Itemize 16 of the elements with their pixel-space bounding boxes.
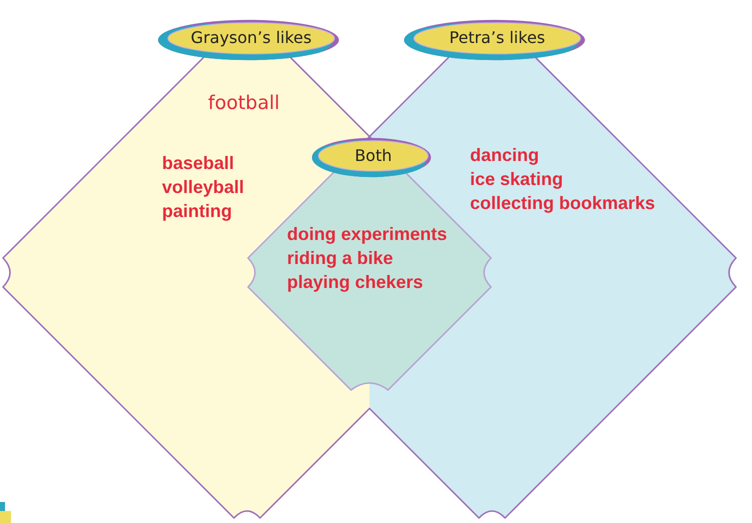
heading-text: Petra’s likes bbox=[449, 28, 546, 48]
activity-text: doing experiments bbox=[287, 223, 448, 246]
activity-text: baseball bbox=[162, 152, 234, 175]
activity-text: dancing bbox=[470, 144, 540, 167]
activity-text: volleyball bbox=[162, 176, 244, 199]
heading-text: Both bbox=[354, 146, 392, 166]
heading-text: Grayson’s likes bbox=[190, 28, 312, 48]
activity-text: ice skating bbox=[470, 168, 564, 191]
activity-text: painting bbox=[162, 200, 232, 223]
activity-text: collecting bookmarks bbox=[470, 192, 656, 215]
activity-text: football bbox=[208, 92, 280, 114]
heading-oval bbox=[404, 19, 585, 61]
activity-text: riding a bike bbox=[287, 247, 394, 270]
heading-oval bbox=[158, 19, 339, 61]
heading-oval bbox=[312, 137, 431, 178]
activity-text: playing chekers bbox=[287, 271, 424, 294]
